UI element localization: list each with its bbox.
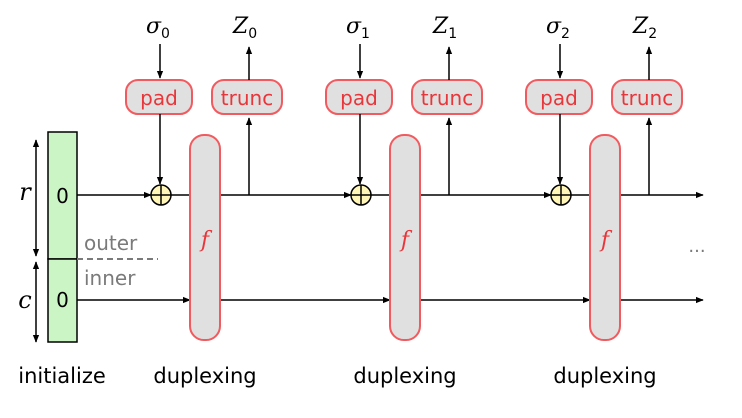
initialize-caption: initialize [18, 364, 106, 388]
pad-label: pad [140, 86, 178, 110]
permutation-f-box [189, 134, 221, 341]
state-capacity-value: 0 [56, 288, 69, 312]
rate-label: r [19, 178, 32, 206]
sigma-input-label: σ1 [346, 14, 370, 42]
inner-label: inner [84, 266, 136, 290]
trunc-label: trunc [221, 86, 273, 110]
capacity-label: c [18, 286, 31, 314]
state-rate-value: 0 [56, 184, 69, 208]
z-output-label: Z0 [232, 14, 257, 42]
xor-icon [550, 184, 572, 206]
trunc-label: trunc [621, 86, 673, 110]
duplexing-stage-1: σ1 pad f trunc Z1 duplexing [325, 14, 483, 388]
pad-label: pad [340, 86, 378, 110]
stage-caption: duplexing [153, 364, 256, 388]
stage-caption: duplexing [553, 364, 656, 388]
permutation-f-box [389, 134, 421, 341]
sigma-input-label: σ0 [146, 14, 170, 42]
pad-label: pad [540, 86, 578, 110]
z-output-label: Z1 [432, 14, 457, 42]
duplexing-stage-0: σ0 pad f trunc Z0 duplexing [125, 14, 283, 388]
trunc-box [411, 79, 483, 115]
pad-box [325, 79, 393, 115]
permutation-f-box [589, 134, 621, 341]
duplexing-stage-2: σ2 pad f trunc Z2 duplexing [525, 14, 683, 388]
xor-icon [150, 184, 172, 206]
trunc-box [611, 79, 683, 115]
trunc-label: trunc [421, 86, 473, 110]
continuation-ellipsis: ... [688, 236, 705, 257]
stage-caption: duplexing [353, 364, 456, 388]
xor-icon [350, 184, 372, 206]
trunc-box [211, 79, 283, 115]
pad-box [125, 79, 193, 115]
outer-label: outer [84, 231, 138, 255]
pad-box [525, 79, 593, 115]
z-output-label: Z2 [632, 14, 657, 42]
sigma-input-label: σ2 [546, 14, 570, 42]
